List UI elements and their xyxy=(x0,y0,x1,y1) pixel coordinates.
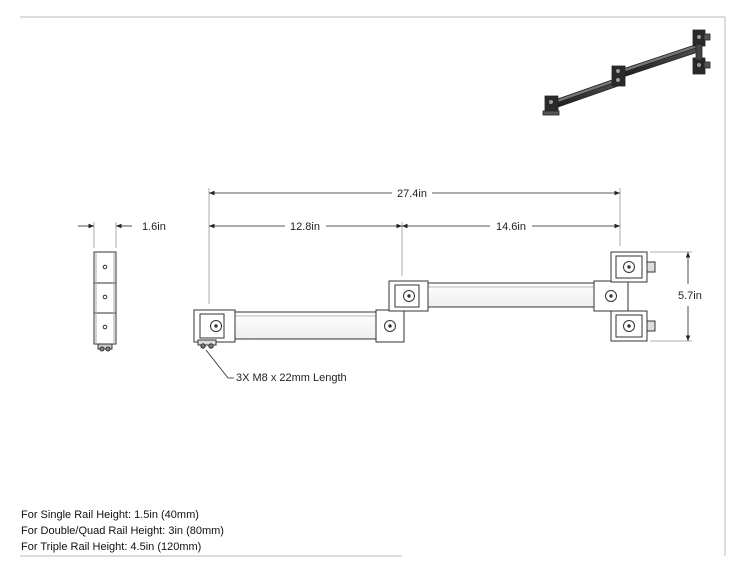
note-double-quad-rail: For Double/Quad Rail Height: 3in (80mm) xyxy=(21,525,224,537)
note-single-rail: For Single Rail Height: 1.5in (40mm) xyxy=(21,509,199,521)
front-view-arm xyxy=(193,251,656,349)
callout-leader xyxy=(205,349,234,379)
dimension-bracket-height xyxy=(650,251,692,342)
bracket-height-label: 5.7in xyxy=(678,290,702,302)
dimension-total-length xyxy=(208,188,621,304)
isometric-preview xyxy=(542,29,711,116)
second-arm-label: 14.6in xyxy=(496,221,526,233)
dimension-first-arm xyxy=(209,222,403,276)
note-triple-rail: For Triple Rail Height: 4.5in (120mm) xyxy=(21,541,202,553)
total-length-label: 27.4in xyxy=(397,188,427,200)
bolt-callout: 3X M8 x 22mm Length xyxy=(236,372,347,384)
sheet-border xyxy=(20,16,726,557)
dimension-side-width xyxy=(78,222,132,248)
side-view xyxy=(93,251,117,352)
first-arm-label: 12.8in xyxy=(290,221,320,233)
side-width-label: 1.6in xyxy=(142,221,166,233)
